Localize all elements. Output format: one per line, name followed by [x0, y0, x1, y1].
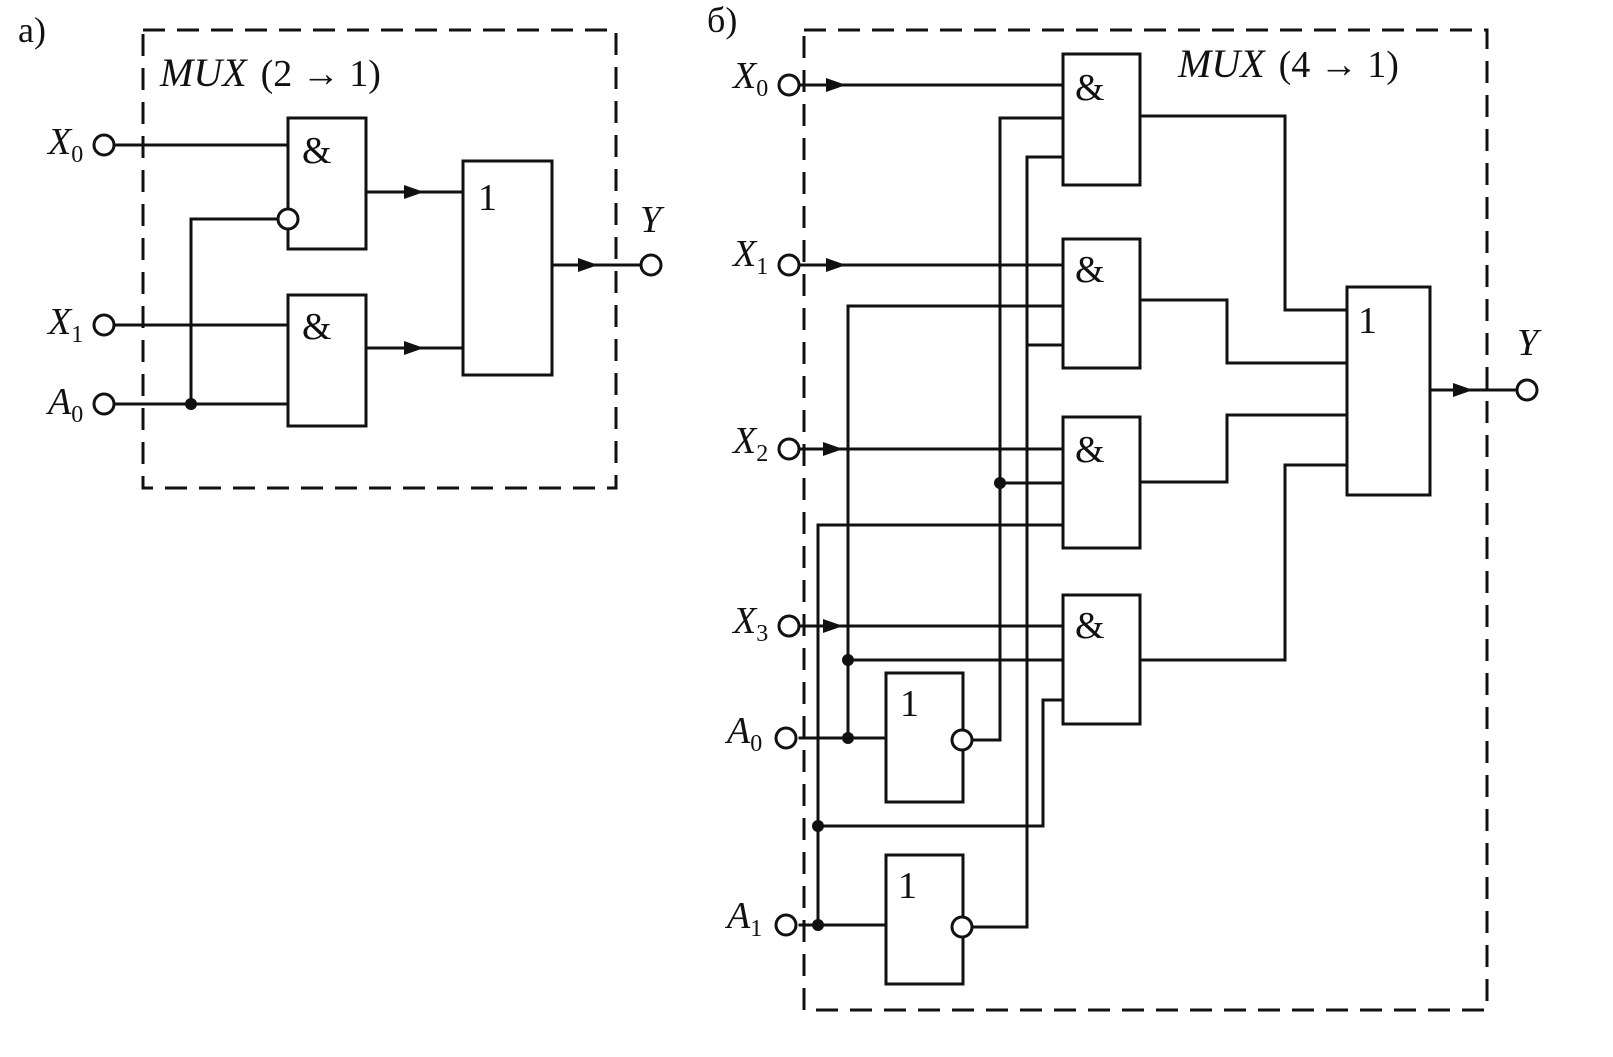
arrow-head: [823, 442, 843, 456]
inverter-bubble: [950, 728, 974, 752]
panel-b-y-pin: [1515, 378, 1539, 402]
and-symbol: &: [1075, 429, 1105, 471]
or-symbol: 1: [478, 177, 497, 219]
panel-b-input-a0-label: A0: [724, 710, 762, 757]
panel-a-title-name: MUX: [159, 50, 248, 95]
panel-a-wires: [112, 143, 642, 406]
inverter-bubble: [950, 915, 974, 939]
panel-b-label: б): [707, 0, 737, 40]
panel-a-arrows: [404, 185, 598, 355]
arrow-head: [823, 619, 843, 633]
junction-dot: [842, 732, 854, 744]
arrow-head: [826, 258, 846, 272]
panel-b-input-x3-label: X3: [731, 600, 768, 647]
panel-b-input-x2-label: X2: [731, 420, 768, 467]
panel-a-x1-pin: [92, 313, 116, 337]
panel-a-input-x0-label: X0: [46, 121, 83, 168]
panel-a-boundary: [141, 28, 618, 490]
panel-a-or-gate: 1: [461, 159, 554, 377]
panel-a-x0-pin: [92, 133, 116, 157]
panel-b-output-label: Y: [1517, 322, 1542, 364]
panel-b-title: MUX (4 → 1): [1177, 41, 1399, 86]
arrow-head: [404, 341, 424, 355]
inverter-bubble: [276, 207, 300, 231]
arrow-head: [1453, 383, 1473, 397]
panel-b-x2-pin: [777, 437, 801, 461]
panel-b-input-x0-label: X0: [731, 55, 768, 102]
arrow-head: [404, 185, 424, 199]
junction-dot: [842, 654, 854, 666]
panel-b-and-gate-2: &: [1061, 237, 1142, 370]
panel-b-input-a1-label: A1: [724, 895, 762, 942]
arrow-head: [826, 78, 846, 92]
panel-a-label: а): [18, 10, 46, 50]
and-symbol: &: [1075, 605, 1105, 647]
arrow-head: [578, 258, 598, 272]
panel-a-title-suffix: (2 → 1): [261, 53, 381, 95]
panel-b-and-gate-1: &: [1061, 52, 1142, 187]
junction-dot: [185, 398, 197, 410]
panel-b-x1-pin: [777, 253, 801, 277]
panel-b-x3-pin: [777, 614, 801, 638]
and-symbol: &: [1075, 249, 1105, 291]
panel-b-junctions: [812, 477, 1006, 931]
panel-b-title-name: MUX: [1177, 41, 1266, 86]
panel-b-and-gate-4: &: [1061, 593, 1142, 726]
panel-b-x0-pin: [777, 73, 801, 97]
panel-b-title-suffix: (4 → 1): [1279, 44, 1399, 86]
or-symbol: 1: [1358, 300, 1377, 342]
panel-b-and-gate-3: &: [1061, 415, 1142, 550]
panel-a-and-gate-2: &: [286, 293, 368, 428]
panel-b-arrows: [823, 78, 1473, 633]
panel-a-y-pin: [639, 253, 663, 277]
panel-b: б) MUX (4 → 1) X0 X1 X2 X3 A0 A1: [707, 0, 1542, 1012]
panel-b-a1-pin: [774, 913, 798, 937]
panel-a-title: MUX (2 → 1): [159, 50, 381, 95]
and-symbol: &: [302, 130, 332, 172]
panel-a: а) MUX (2 → 1) X0 X1 A0: [18, 10, 665, 490]
panel-a-a0-pin: [92, 392, 116, 416]
panel-a-input-x1-label: X1: [46, 301, 83, 348]
panel-a-input-a0-label: A0: [45, 381, 83, 428]
panel-a-and-gate-1: &: [276, 116, 368, 251]
panel-b-not-gate-a0: 1: [884, 671, 974, 804]
junction-dot: [812, 820, 824, 832]
junction-dot: [812, 919, 824, 931]
panel-a-output-label: Y: [640, 199, 665, 241]
not-symbol: 1: [900, 683, 919, 725]
panel-b-boundary: [802, 28, 1489, 1012]
panel-b-input-x1-label: X1: [731, 233, 768, 280]
not-symbol: 1: [898, 865, 917, 907]
panel-b-or-gate: 1: [1345, 285, 1432, 497]
panel-b-not-gate-a1: 1: [884, 853, 974, 986]
panel-b-a0-pin: [774, 726, 798, 750]
panel-b-wires: [798, 83, 1518, 929]
and-symbol: &: [302, 306, 332, 348]
and-symbol: &: [1075, 67, 1105, 109]
junction-dot: [994, 477, 1006, 489]
